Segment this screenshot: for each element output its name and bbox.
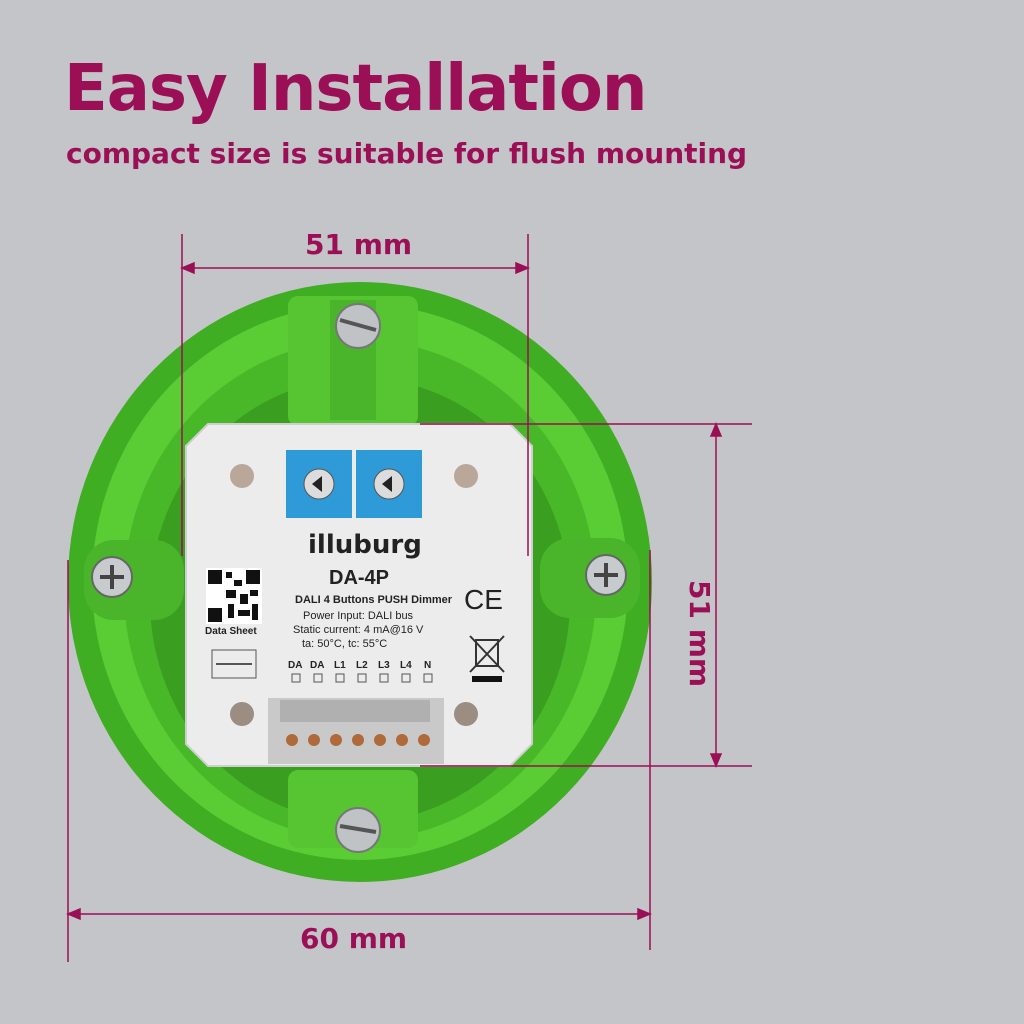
terminal-label: N [424, 660, 432, 671]
screw-left [91, 556, 133, 598]
device-brand: illuburg [308, 530, 422, 560]
wire-strip-icon [211, 649, 257, 679]
terminal-label: L2 [356, 660, 368, 671]
device-hole [454, 702, 478, 726]
data-sheet-label: Data Sheet [205, 626, 257, 637]
rotary-dial-1[interactable] [286, 450, 352, 518]
page-subtitle: compact size is suitable for flush mount… [66, 137, 748, 170]
terminal-label: DA [288, 660, 303, 671]
terminal-label: L1 [334, 660, 346, 671]
device-model: DA-4P [329, 567, 390, 589]
terminal-label: L3 [378, 660, 390, 671]
ce-mark: CE [464, 584, 503, 615]
page-title: Easy Installation [64, 52, 647, 126]
terminal-label: DA [310, 660, 325, 671]
device-description: DALI 4 Buttons PUSH Dimmer [295, 594, 453, 606]
device-hole [230, 464, 254, 488]
dimension-lines [66, 234, 752, 962]
dimension-top-label: 51 mm [305, 228, 413, 261]
device-static-current: Static current: 4 mA@16 V [293, 624, 424, 636]
weee-bin-icon [469, 635, 505, 682]
dimension-bottom-label: 60 mm [300, 922, 408, 955]
terminal-block[interactable] [268, 698, 444, 764]
device-temps: ta: 50°C, tc: 55°C [302, 638, 388, 650]
terminal-boxes [291, 673, 433, 683]
screw-right [585, 554, 627, 596]
screw-top [335, 303, 381, 349]
rotary-dial-2[interactable] [356, 450, 422, 518]
device-power-input: Power Input: DALI bus [303, 610, 414, 622]
device-hole [454, 464, 478, 488]
terminal-label: L4 [400, 660, 412, 671]
qr-code [206, 568, 262, 624]
dimension-right-label: 51 mm [683, 580, 716, 688]
screw-bottom [335, 807, 381, 853]
device-hole [230, 702, 254, 726]
